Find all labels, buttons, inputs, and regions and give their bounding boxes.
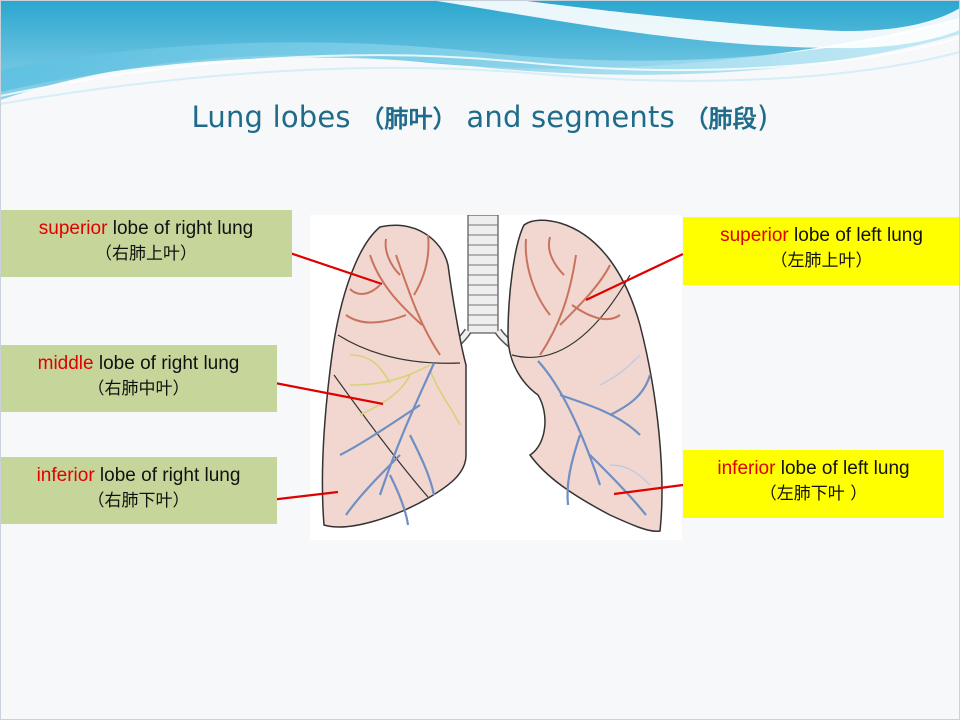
- label-text: lobe of left lung: [775, 458, 910, 479]
- right-lung: [321, 224, 467, 528]
- title-zh-lobes: （肺叶）: [360, 105, 457, 133]
- label-text: lobe of left lung: [788, 225, 923, 246]
- label-text: lobe of right lung: [94, 465, 241, 486]
- wave-banner: [0, 0, 960, 105]
- label-chinese: （右肺上叶）: [95, 244, 197, 264]
- label-keyword: middle: [37, 353, 94, 374]
- label-chinese: （右肺下叶）: [87, 491, 190, 511]
- lung-illustration: [310, 215, 682, 540]
- label-text: lobe of right lung: [107, 218, 254, 239]
- title-en-lobes: Lung lobes: [191, 100, 351, 134]
- label-keyword: superior: [720, 225, 789, 246]
- label-chinese: （右肺中叶）: [87, 379, 190, 399]
- label-keyword: inferior: [717, 458, 776, 479]
- title-en-segments: and segments: [466, 100, 675, 134]
- label-left-superior-lobe: superior lobe of left lung （左肺上叶）: [683, 217, 960, 285]
- label-text: lobe of right lung: [93, 353, 240, 374]
- label-keyword: inferior: [36, 465, 95, 486]
- title-close-paren: ): [756, 100, 769, 134]
- label-keyword: superior: [38, 218, 108, 239]
- label-chinese: （左肺上叶）: [770, 251, 873, 271]
- label-left-inferior-lobe: inferior lobe of left lung （左肺下叶 ）: [683, 450, 944, 518]
- label-right-superior-lobe: superior lobe of right lung （右肺上叶）: [0, 210, 292, 277]
- label-right-middle-lobe: middle lobe of right lung （右肺中叶）: [0, 345, 277, 412]
- label-right-inferior-lobe: inferior lobe of right lung （右肺下叶）: [0, 457, 277, 524]
- title-zh-segments: （肺段: [684, 105, 757, 133]
- slide-title: Lung lobes （肺叶） and segments （肺段): [0, 99, 960, 134]
- label-chinese: （左肺下叶 ）: [759, 484, 868, 504]
